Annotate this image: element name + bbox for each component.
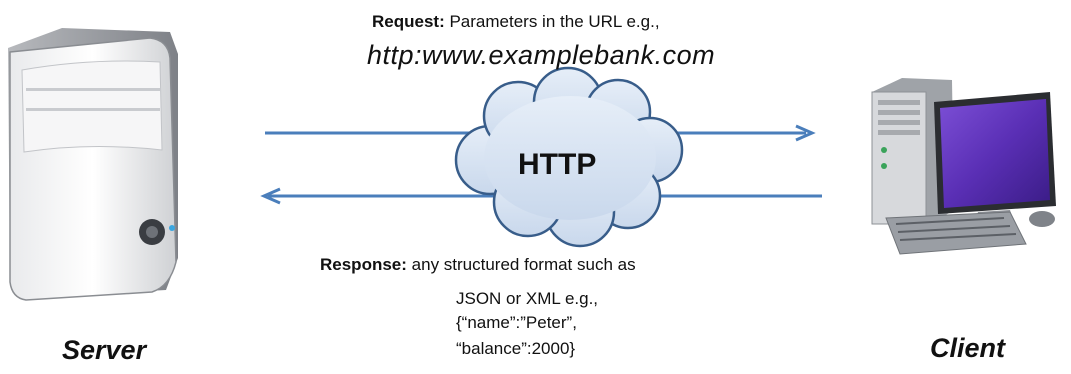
cloud-icon <box>454 66 684 248</box>
response-example-line: {“name”:”Peter”, <box>456 313 577 332</box>
response-example-line: “balance”:2000} <box>456 339 576 358</box>
client-label: Client <box>930 333 1006 363</box>
request-label: Request: <box>372 12 445 31</box>
request-url: http:www.examplebank.com <box>367 40 716 70</box>
response-example-line: JSON or XML e.g., <box>456 289 599 308</box>
desktop-computer-icon <box>871 78 1056 255</box>
server-tower-icon <box>8 28 178 301</box>
request-text: Parameters in the URL e.g., <box>449 12 660 31</box>
response-text: any structured format such as <box>411 255 636 274</box>
protocol-label: HTTP <box>518 148 597 181</box>
request-caption: Request: Parameters in the URL e.g., <box>372 12 660 32</box>
server-label: Server <box>62 335 147 365</box>
response-label: Response: <box>320 255 407 274</box>
response-caption: Response: any structured format such as <box>320 255 636 275</box>
